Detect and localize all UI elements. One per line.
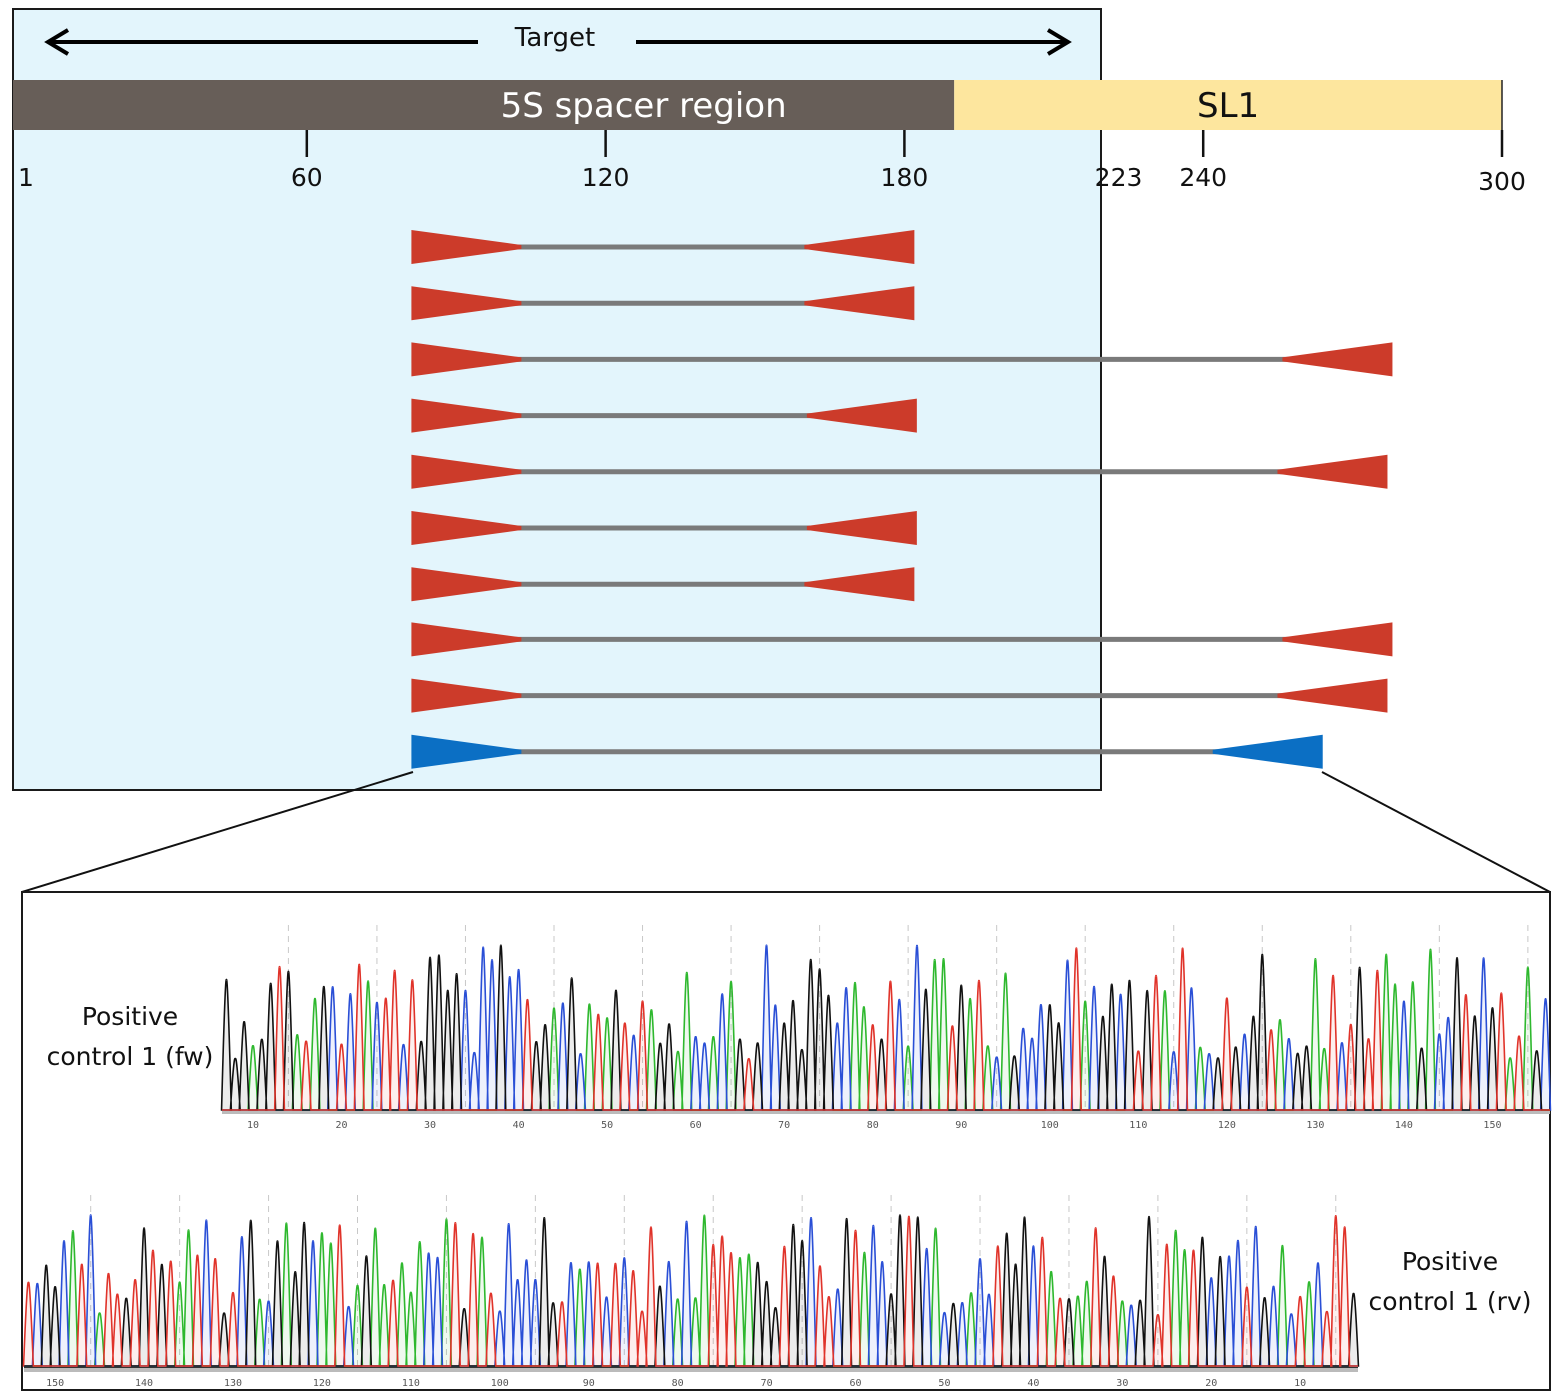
- forward-primer: [411, 398, 522, 433]
- trace-ruler-label: 120: [313, 1378, 331, 1389]
- forward-primer: [411, 622, 522, 657]
- scale-tick-label: 240: [1179, 163, 1227, 192]
- reverse-primer: [804, 286, 915, 321]
- amplicon: [411, 398, 917, 433]
- zoom-connector-right: [1321, 771, 1551, 893]
- trace-ruler-label: 140: [135, 1378, 153, 1389]
- trace-channel: [222, 948, 1550, 1111]
- reverse-primer: [1277, 678, 1388, 713]
- scale-tick-label: 120: [582, 163, 630, 192]
- trace-ruler-label: 100: [491, 1378, 509, 1389]
- scale-tick-label: 300: [1478, 167, 1526, 196]
- scale-tick-label: 60: [291, 163, 323, 192]
- region-segment: [13, 80, 955, 130]
- target-arrow: Target: [44, 23, 1072, 56]
- forward-primer: [411, 511, 522, 545]
- trace-channel: [222, 947, 1550, 1111]
- trace-channel: [22, 1215, 1358, 1367]
- scale-tick-label: 223: [1095, 163, 1143, 192]
- trace-ruler-label: 130: [1306, 1120, 1324, 1131]
- trace-channel: [222, 944, 1552, 1111]
- trace-fw-label-line2: control 1 (fw): [47, 1042, 214, 1071]
- chromatogram-panel: [21, 891, 1551, 1391]
- trace-ruler-label: 110: [1129, 1120, 1147, 1131]
- trace-ruler-label: 90: [583, 1378, 595, 1389]
- trace-ruler-label: 90: [955, 1120, 967, 1131]
- reverse-primer: [1212, 734, 1323, 769]
- trace-ruler-label: 10: [1294, 1378, 1306, 1389]
- region-label: SL1: [1197, 86, 1259, 126]
- reverse-primer: [804, 567, 915, 602]
- trace-ruler-label: 140: [1395, 1120, 1413, 1131]
- region-segment: [954, 80, 1502, 130]
- trace-ruler-label: 120: [1218, 1120, 1236, 1131]
- scale-tick-label: 180: [881, 163, 929, 192]
- chromatogram-forward: 10 20 30 40 50 60 70 80 90 100 110 120 130 140 150: [220, 925, 1552, 1131]
- trace-ruler-label: 20: [1205, 1378, 1217, 1389]
- trace-ruler-label: 10: [247, 1120, 259, 1131]
- trace-ruler-label: 60: [850, 1378, 862, 1389]
- reverse-primer: [804, 230, 915, 264]
- reverse-primer: [1282, 622, 1393, 657]
- trace-ruler-label: 40: [1027, 1378, 1039, 1389]
- trace-ruler-label: 80: [672, 1378, 684, 1389]
- amplicon: [411, 567, 915, 602]
- forward-primer: [411, 454, 522, 489]
- trace-ruler-label: 60: [690, 1120, 702, 1131]
- position-scale: 1 60 120 180 223 240 300: [18, 130, 1526, 196]
- trace-channel: [24, 1214, 1360, 1367]
- trace-rv-label-line1: Positive: [1402, 1247, 1498, 1276]
- trace-ruler-label: 40: [513, 1120, 525, 1131]
- forward-primer: [411, 734, 522, 769]
- trace-channel: [220, 944, 1550, 1111]
- amplicon: [411, 454, 1388, 489]
- reverse-primer: [806, 398, 917, 433]
- reverse-primer: [806, 511, 917, 545]
- region-label: 5S spacer region: [501, 86, 787, 126]
- trace-ruler-label: 110: [402, 1378, 420, 1389]
- amplicon: [411, 286, 915, 321]
- amplicon: [411, 622, 1393, 657]
- trace-ruler-label: 50: [938, 1378, 950, 1389]
- trace-ruler-label: 150: [1483, 1120, 1501, 1131]
- forward-primer: [411, 230, 522, 264]
- trace-ruler-label: 30: [1116, 1378, 1128, 1389]
- forward-primer: [411, 342, 522, 377]
- region-bar: 5S spacer region SL1: [13, 80, 1503, 130]
- forward-primer: [411, 678, 522, 713]
- trace-ruler-label: 130: [224, 1378, 242, 1389]
- trace-channel: [24, 1214, 1358, 1367]
- trace-ruler-label: 20: [335, 1120, 347, 1131]
- target-label: Target: [514, 23, 595, 53]
- trace-ruler-label: 30: [424, 1120, 436, 1131]
- chromatogram-reverse: 150 140 130 120 110 100 90 80 70 60 50 40 30 20 10: [22, 1195, 1360, 1389]
- target-region-panel: [12, 8, 1102, 791]
- zoom-connector-left: [21, 771, 414, 893]
- reverse-primer: [1282, 342, 1393, 377]
- amplicon: [411, 734, 1323, 769]
- trace-ruler-label: 150: [46, 1378, 64, 1389]
- amplicon-list: [411, 230, 1393, 769]
- trace-ruler-label: 80: [867, 1120, 879, 1131]
- trace-rv-label-line2: control 1 (rv): [1368, 1287, 1531, 1316]
- amplicon: [411, 511, 917, 545]
- amplicon: [411, 678, 1388, 713]
- forward-primer: [411, 567, 522, 602]
- amplicon: [411, 230, 915, 264]
- trace-ruler-label: 70: [761, 1378, 773, 1389]
- forward-primer: [411, 286, 522, 321]
- trace-channel: [24, 1214, 1358, 1367]
- amplicon: [411, 342, 1393, 377]
- trace-fw-label-line1: Positive: [82, 1002, 178, 1031]
- trace-ruler-label: 70: [778, 1120, 790, 1131]
- trace-ruler-label: 50: [601, 1120, 613, 1131]
- trace-ruler-label: 100: [1041, 1120, 1059, 1131]
- scale-tick-label: 1: [18, 163, 34, 192]
- reverse-primer: [1277, 454, 1388, 489]
